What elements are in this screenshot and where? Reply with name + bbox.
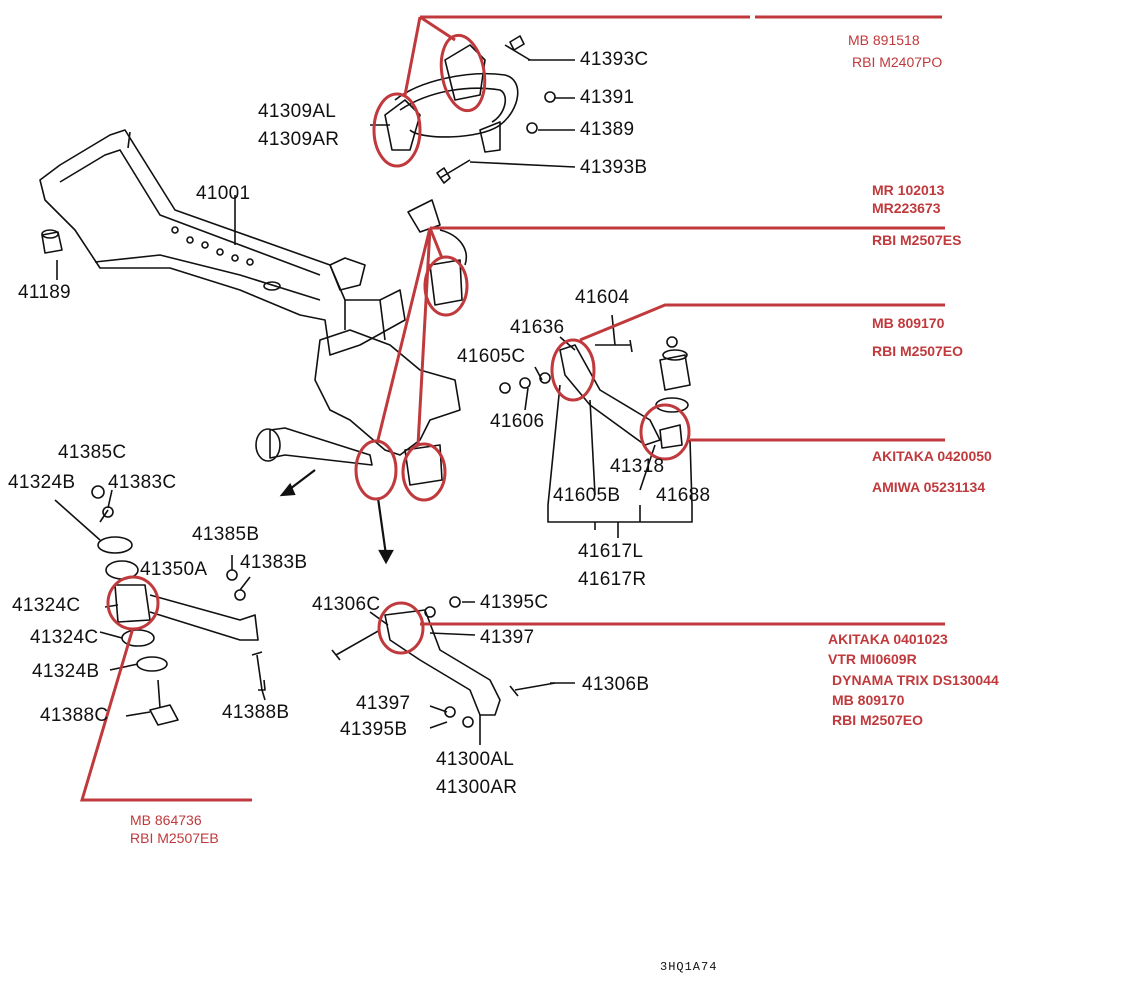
ref-upper-arm-1: MB 809170 <box>872 315 945 331</box>
label-41318: 41318 <box>610 456 665 477</box>
label-41383b: 41383B <box>240 552 308 573</box>
ref-ball-joint-1: AKITAKA 0420050 <box>872 448 992 464</box>
label-41617r: 41617R <box>578 569 647 590</box>
ref-crossmember-1: MR 102013 <box>872 182 945 198</box>
label-41350a: 41350A <box>140 559 208 580</box>
label-41324c-b: 41324C <box>30 627 99 648</box>
label-41391: 41391 <box>580 87 635 108</box>
label-41383c-top: 41383C <box>108 472 177 493</box>
label-41300ar: 41300AR <box>436 777 518 798</box>
label-41606: 41606 <box>490 411 545 432</box>
label-41393c: 41393C <box>580 49 649 70</box>
label-41309ar: 41309AR <box>258 129 340 150</box>
label-41385b: 41385B <box>192 524 260 545</box>
ref-crossmember-3: RBI M2507ES <box>872 232 962 248</box>
label-41300al: 41300AL <box>436 749 515 770</box>
label-41306c: 41306C <box>312 594 381 615</box>
label-41324c-a: 41324C <box>12 595 81 616</box>
ref-lower-arm-1: AKITAKA 0401023 <box>828 631 948 647</box>
ref-stabilizer-1: MB 891518 <box>848 32 920 48</box>
label-41688: 41688 <box>656 485 711 506</box>
label-41001: 41001 <box>196 183 251 204</box>
ref-toe-link-2: RBI M2507EB <box>130 830 219 846</box>
label-41388c: 41388C <box>40 705 109 726</box>
ref-lower-arm-3: DYNAMA TRIX DS130044 <box>832 672 999 688</box>
label-41397-bottom: 41397 <box>356 693 411 714</box>
ref-toe-link-1: MB 864736 <box>130 812 202 828</box>
label-41393b: 41393B <box>580 157 648 178</box>
label-41389: 41389 <box>580 119 635 140</box>
ref-upper-arm-2: RBI M2507EO <box>872 343 964 359</box>
label-41306b: 41306B <box>582 674 650 695</box>
ref-stabilizer-2: RBI M2407PO <box>852 54 943 70</box>
ref-crossmember-2: MR223673 <box>872 200 941 216</box>
label-41309al: 41309AL <box>258 101 337 122</box>
label-41395b: 41395B <box>340 719 408 740</box>
label-41385c: 41385C <box>58 442 127 463</box>
ref-lower-arm-5: RBI M2507EO <box>832 712 924 728</box>
ref-lower-arm-4: MB 809170 <box>832 692 905 708</box>
label-41324b-top: 41324B <box>8 472 76 493</box>
label-41605c: 41605C <box>457 346 526 367</box>
ref-ball-joint-2: AMIWA 05231134 <box>872 479 986 495</box>
label-41324b-bottom: 41324B <box>32 661 100 682</box>
label-41189: 41189 <box>18 282 71 303</box>
ref-lower-arm-2: VTR MI0609R <box>828 651 917 667</box>
diagram-code: 3HQ1A74 <box>660 960 718 974</box>
label-41604: 41604 <box>575 287 630 308</box>
label-41617l: 41617L <box>578 541 644 562</box>
label-41388b: 41388B <box>222 702 290 723</box>
label-41636: 41636 <box>510 317 565 338</box>
label-41397-top: 41397 <box>480 627 535 648</box>
label-41605b: 41605B <box>553 485 621 506</box>
crossmember-41001 <box>39 129 406 356</box>
label-41395c: 41395C <box>480 592 549 613</box>
